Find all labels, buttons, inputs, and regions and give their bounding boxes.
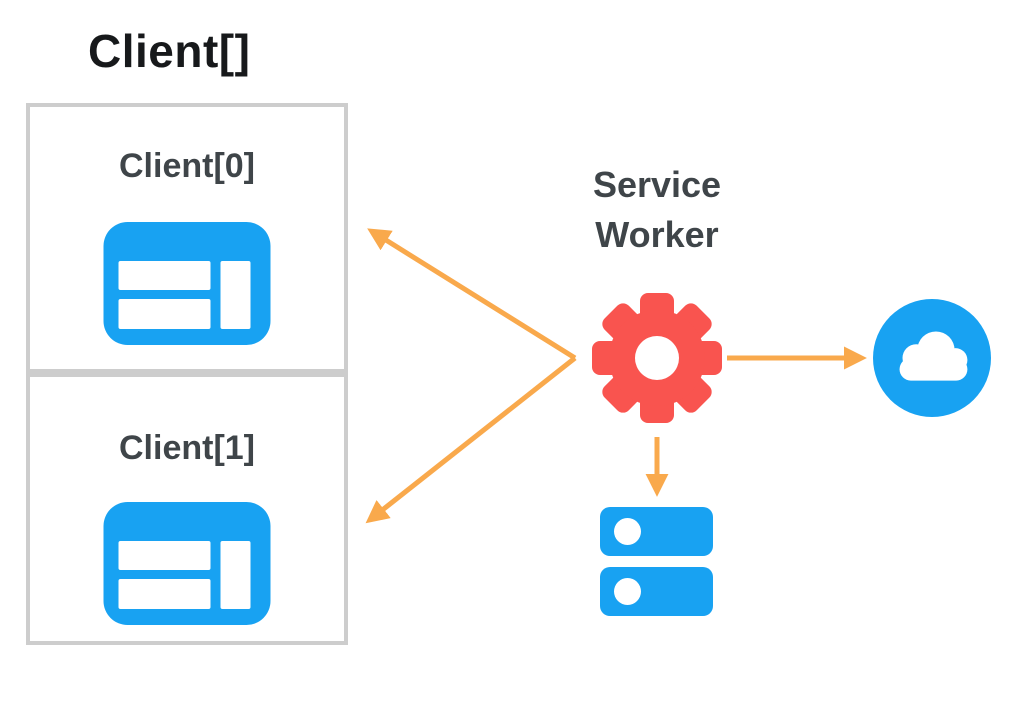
- cloud-glyph: [899, 331, 968, 381]
- gear-icon: [592, 293, 722, 423]
- browser-window-icon: [103, 222, 271, 345]
- arrow-to-client0: [367, 228, 577, 361]
- database-indicator-dot: [614, 578, 641, 605]
- database-row: [600, 567, 713, 616]
- gear-hole: [635, 336, 679, 380]
- browser-content-row: [118, 541, 211, 570]
- database-indicator-dot: [614, 518, 641, 545]
- database-icon: [600, 507, 713, 616]
- database-row: [600, 507, 713, 556]
- browser-content-row: [118, 261, 211, 290]
- browser-content-row: [118, 299, 211, 329]
- client-1-box: Client[1]: [26, 373, 348, 645]
- client-1-label: Client[1]: [119, 429, 255, 467]
- arrow-to-client1: [365, 356, 577, 524]
- browser-sidebar-column: [220, 541, 251, 609]
- cloud-icon: [873, 299, 991, 417]
- service-worker-label: Service Worker: [592, 164, 722, 255]
- browser-window-icon: [103, 502, 271, 625]
- browser-sidebar-column: [220, 261, 251, 329]
- client-array-title: Client[]: [88, 25, 251, 77]
- client-0-label: Client[0]: [119, 147, 255, 185]
- client-0-box: Client[0]: [26, 103, 348, 373]
- browser-content-row: [118, 579, 211, 609]
